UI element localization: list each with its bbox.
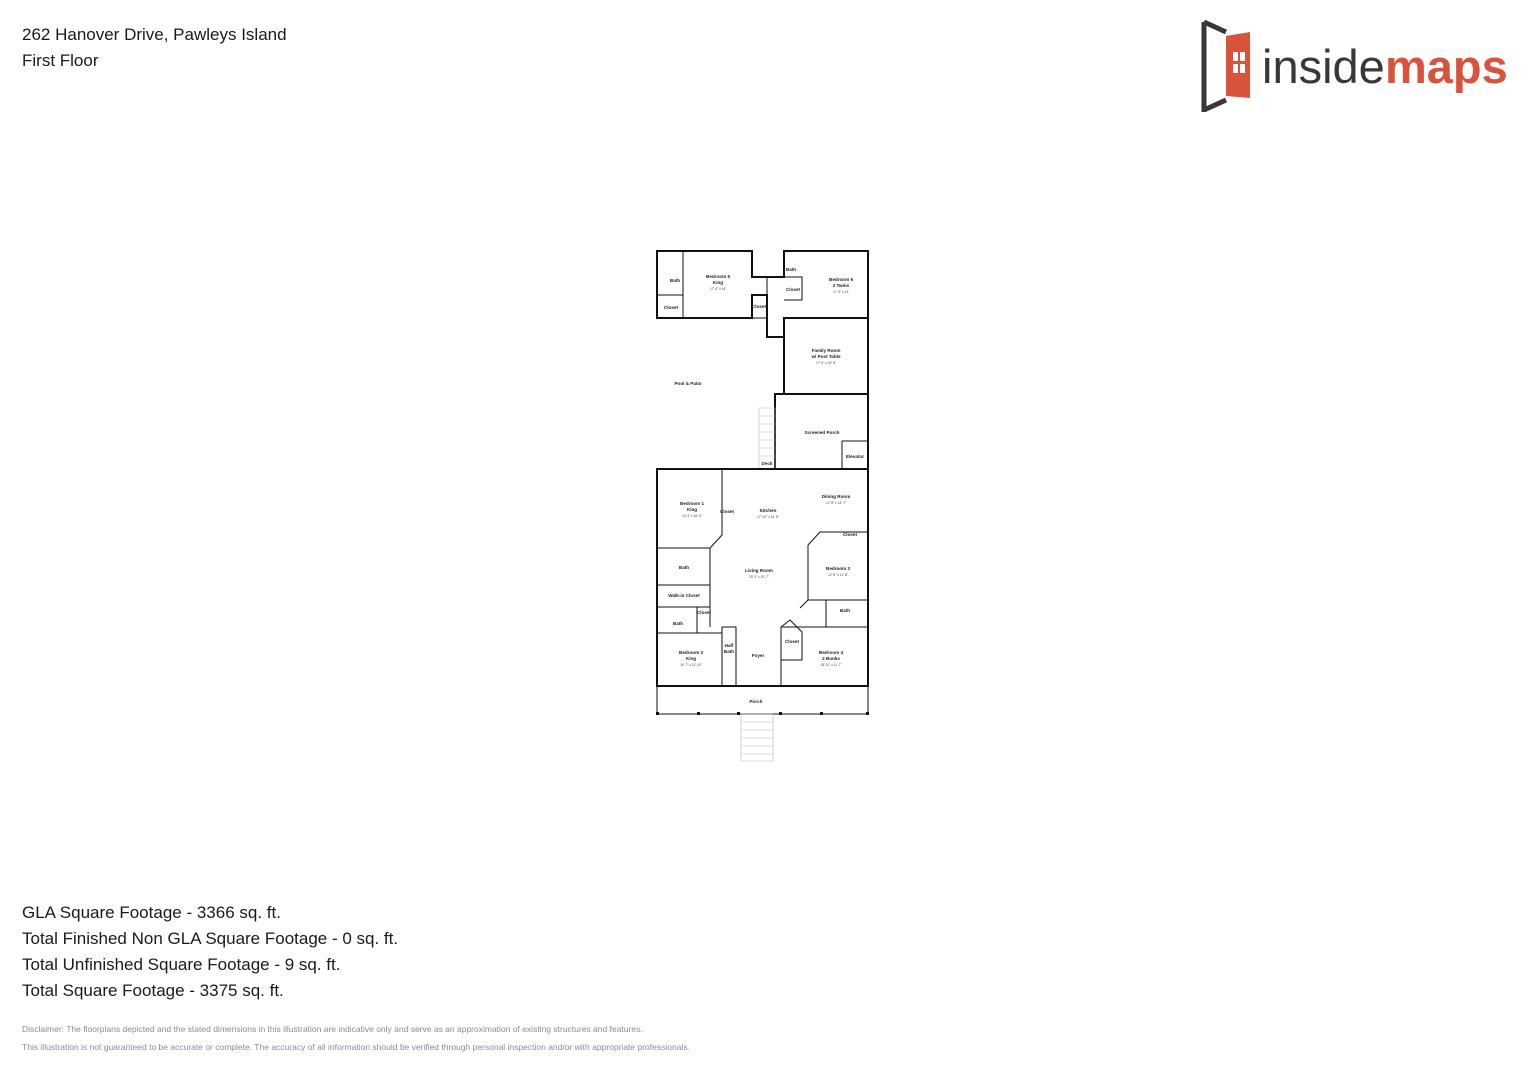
room-living: Living Room 20' 3" x 21' 7": [745, 568, 773, 579]
room-name: Deck: [762, 461, 773, 466]
room-name: Closet: [752, 304, 767, 309]
room-subtitle: Bath: [724, 649, 734, 654]
door-frame-icon: [1201, 20, 1228, 112]
insidemaps-logo: inside maps: [1201, 20, 1508, 112]
room-subtitle: w/ Pool Table: [810, 354, 840, 359]
room-name: Porch: [749, 699, 762, 704]
room-screened: Screened Porch: [805, 430, 840, 435]
address: 262 Hanover Drive, Pawleys Island: [22, 25, 287, 44]
room-name: Elevator: [846, 454, 864, 459]
room-name: Walk-in Closet: [668, 593, 700, 598]
room-name: Closet: [785, 639, 800, 644]
room-bedroom3: Bedroom 3 12' 8" x 11' 8": [826, 566, 850, 577]
room-name: Bedroom 3: [826, 566, 850, 571]
room-subtitle: 2 Twins: [833, 283, 850, 288]
room-name: Bedroom 6: [829, 277, 853, 282]
room-closet-nw: Closet: [664, 305, 679, 310]
room-closet-k: Closet: [720, 509, 735, 514]
stat-gla: GLA Square Footage - 3366 sq. ft.: [22, 903, 281, 922]
room-dimensions: 14' 4" x 16' 6": [682, 514, 703, 518]
room-subtitle: King: [687, 507, 697, 512]
room-name: Family Room: [812, 348, 841, 353]
room-name: Bath: [840, 608, 850, 613]
room-name: Bath: [673, 621, 683, 626]
room-bath-w: Bath: [679, 565, 689, 570]
room-porch: Porch: [749, 699, 762, 704]
room-name: Bedroom 1: [680, 501, 704, 506]
room-subtitle: King: [686, 656, 696, 661]
room-name: Living Room: [745, 568, 773, 573]
room-dimensions: 12' 8" x 11' 8": [828, 573, 848, 577]
room-dimensions: 17' 6" x 15' 8": [816, 361, 837, 365]
logo-text-maps: maps: [1385, 40, 1508, 93]
room-name: Closet: [786, 287, 801, 292]
room-dimensions: 20' 3" x 21' 7": [749, 575, 770, 579]
room-dimensions: 17' 10" x 14' 8": [757, 515, 780, 519]
room-name: Closet: [697, 610, 712, 615]
room-closet-ne: Closet: [786, 287, 801, 292]
room-name: Bath: [670, 278, 680, 283]
room-name: Bath: [679, 565, 689, 570]
floor-name: First Floor: [22, 51, 99, 70]
room-name: Pool & Patio: [674, 381, 701, 386]
room-closet-sw: Closet: [697, 610, 712, 615]
room-elevator: Elevator: [846, 454, 864, 459]
logo-text-inside: inside: [1262, 40, 1385, 93]
room-dimensions: 17' 6" x 14': [833, 290, 849, 294]
room-name: Bedroom 2: [679, 650, 703, 655]
room-name: Foyer: [752, 653, 765, 658]
room-name: Closet: [664, 305, 679, 310]
stat-total: Total Square Footage - 3375 sq. ft.: [22, 981, 284, 1000]
room-name: Screened Porch: [805, 430, 840, 435]
room-deck: Deck: [762, 461, 773, 466]
walls: [656, 250, 869, 762]
stat-unfinished: Total Unfinished Square Footage - 9 sq. …: [22, 955, 341, 974]
stat-finished-non-gla: Total Finished Non GLA Square Footage - …: [22, 929, 399, 948]
room-kitchen: Kitchen 17' 10" x 14' 8": [757, 508, 780, 519]
room-bath-e: Bath: [840, 608, 850, 613]
room-closet-f: Closet: [785, 639, 800, 644]
room-name: Bath: [786, 267, 796, 272]
room-dimensions: 16' 7" x 12' 10": [680, 663, 703, 667]
room-bath-sw: Bath: [673, 621, 683, 626]
room-bedroom4: Bedroom 42 Bunks 18' 11" x 11' 7": [819, 650, 843, 667]
room-closet-d: Closet: [843, 532, 858, 537]
room-bath-n: Bath: [786, 267, 796, 272]
room-name: Dining Room: [822, 494, 851, 499]
room-bath-nw: Bath: [670, 278, 680, 283]
room-pool: Pool & Patio: [674, 381, 701, 386]
room-walkin: Walk-in Closet: [668, 593, 700, 598]
room-subtitle: 2 Bunks: [822, 656, 840, 661]
room-foyer: Foyer: [752, 653, 765, 658]
disclaimer-line-2: This illustration is not guaranteed to b…: [22, 1042, 690, 1052]
room-name: Bedroom 4: [819, 650, 843, 655]
disclaimer-line-1: Disclaimer: The floorplans depicted and …: [22, 1024, 643, 1034]
room-name: Half: [725, 643, 734, 648]
room-dimensions: 18' 11" x 11' 7": [820, 663, 842, 667]
room-dimensions: 17' 6" x 14': [710, 287, 726, 291]
room-bedroom6: Bedroom 62 Twins 17' 6" x 14': [829, 277, 853, 294]
room-name: Closet: [843, 532, 858, 537]
room-subtitle: King: [713, 280, 723, 285]
room-name: Kitchen: [760, 508, 777, 513]
room-closet-n: Closet: [752, 304, 767, 309]
room-dining: Dining Room 12' 8" x 14' 7": [822, 494, 851, 505]
room-name: Closet: [720, 509, 735, 514]
room-dimensions: 12' 8" x 14' 7": [826, 501, 847, 505]
room-name: Bedroom 5: [706, 274, 730, 279]
